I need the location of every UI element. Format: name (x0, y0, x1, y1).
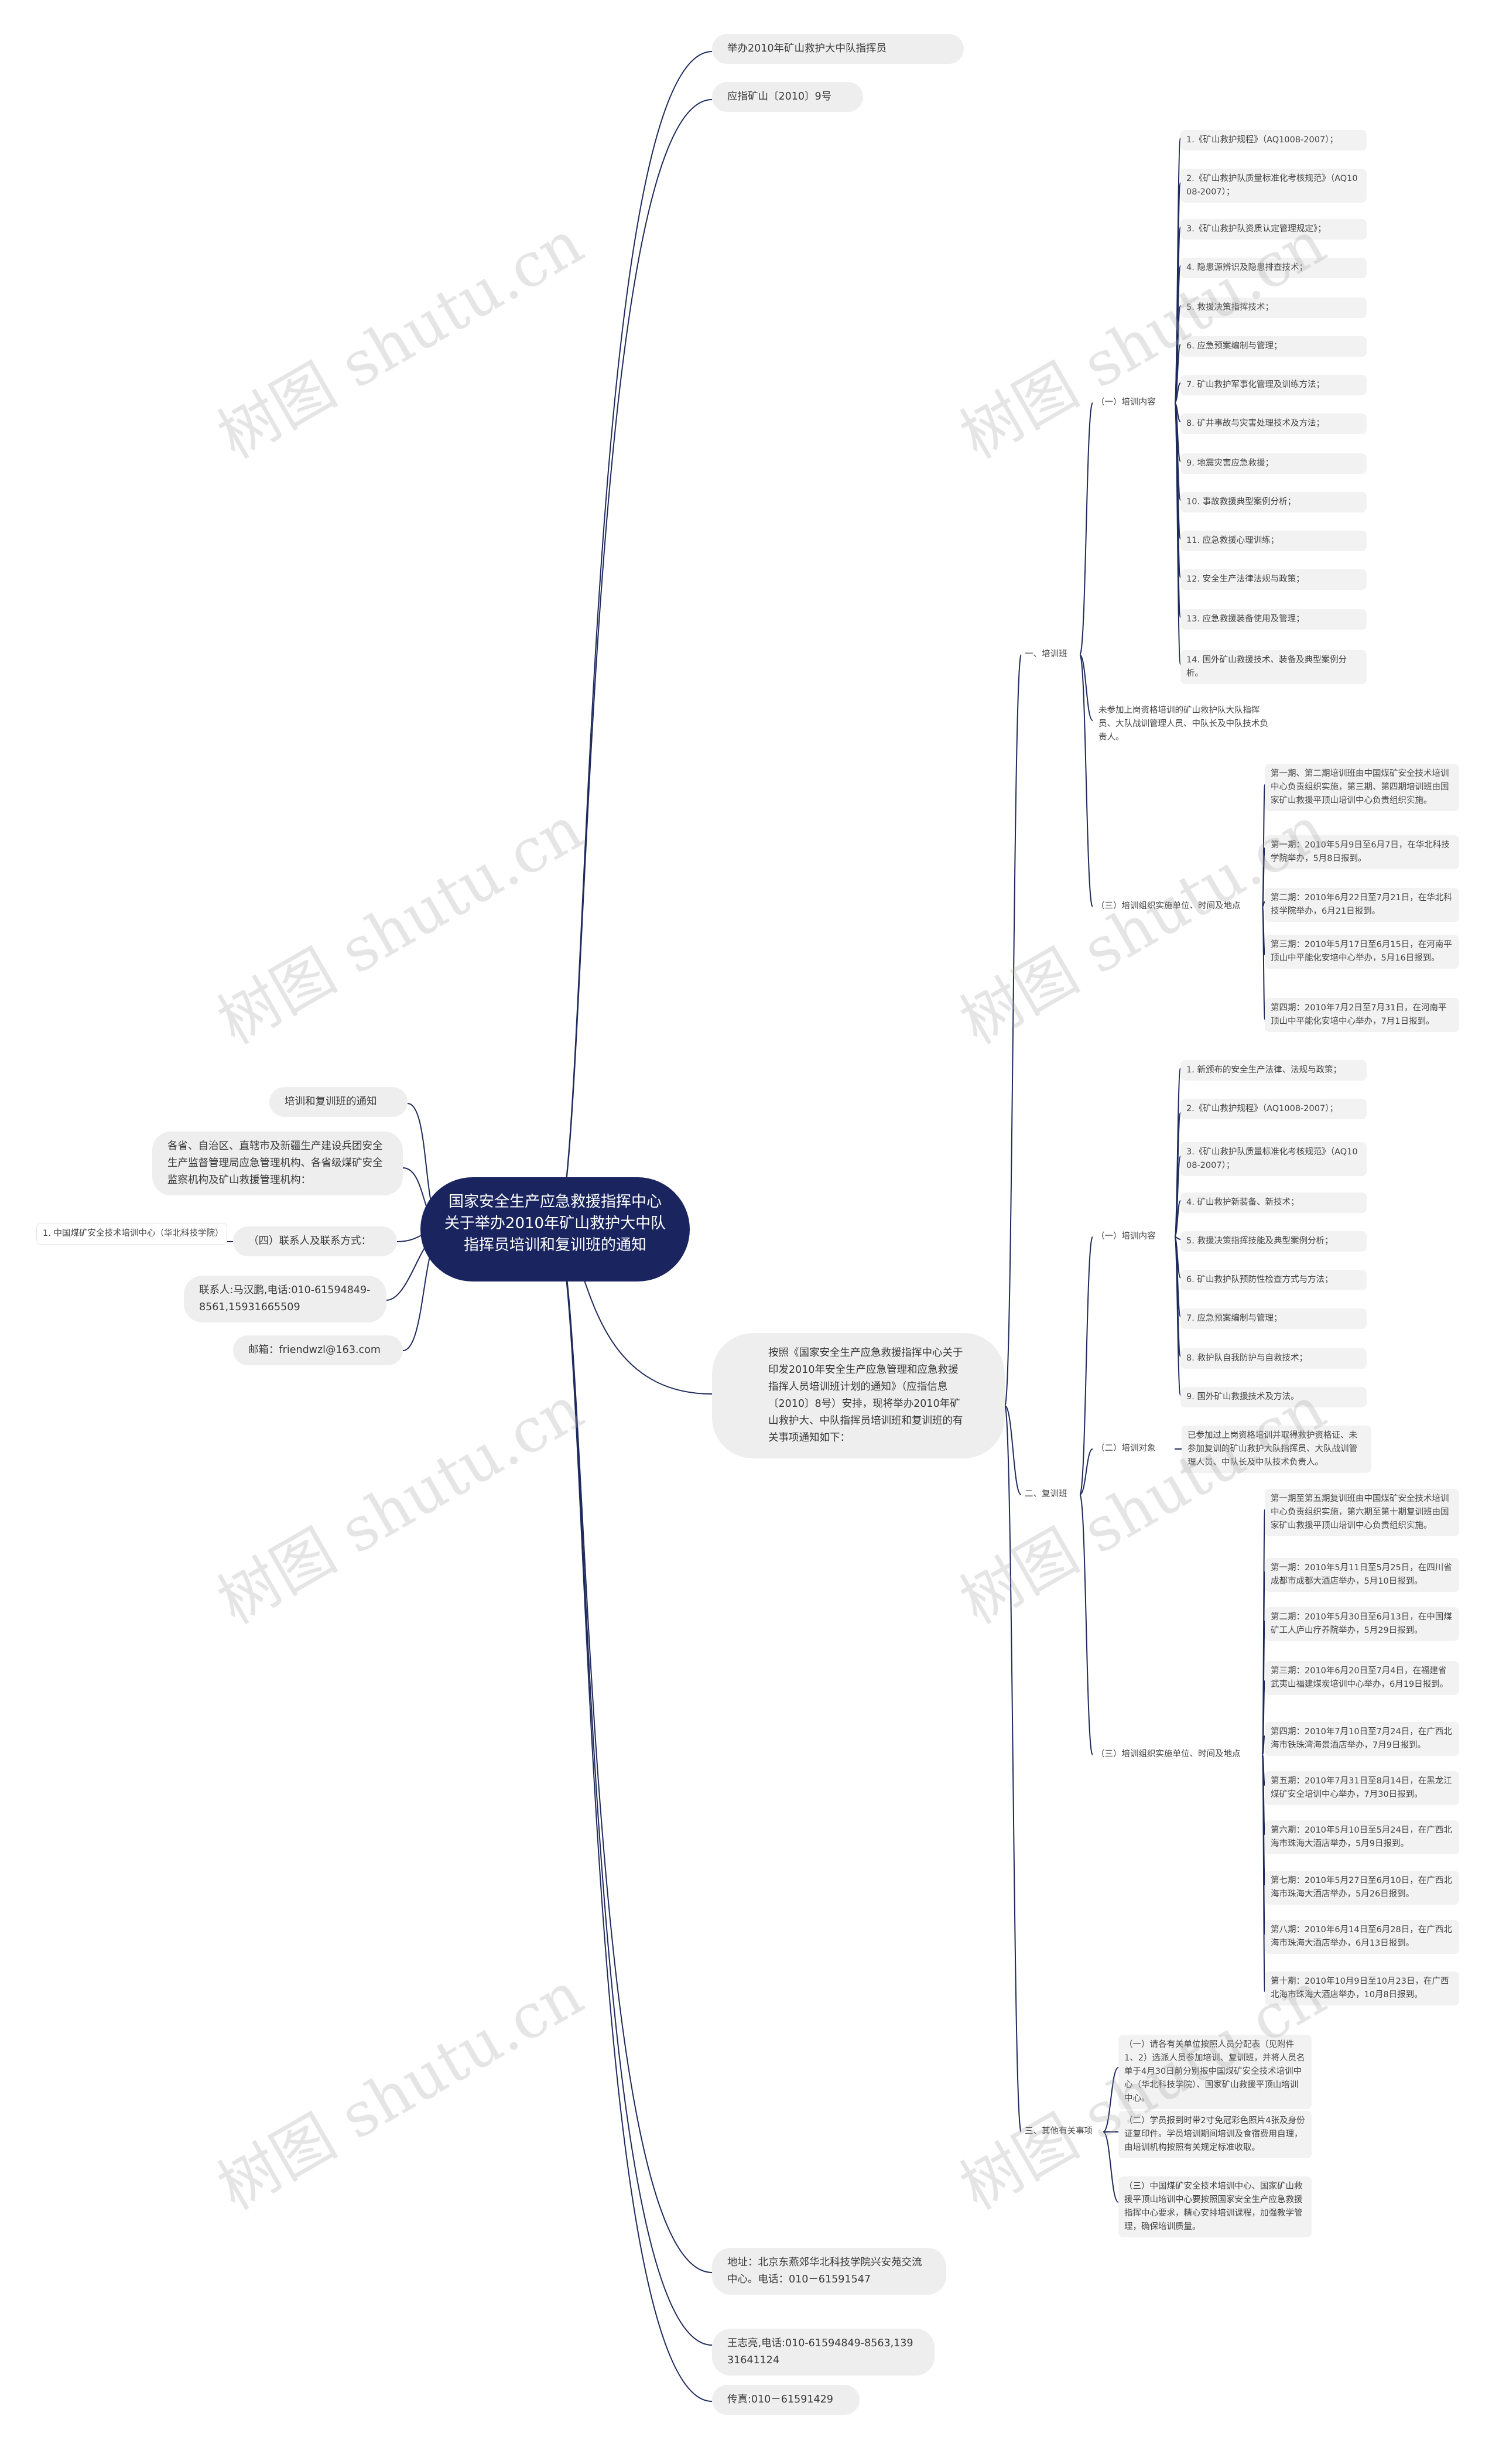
right-topic-main[interactable]: 按照《国家安全生产应急救援指挥中心关于印发2010年安全生产应急管理和应急救援指… (712, 1333, 1005, 1458)
sec2-org-item-7[interactable]: 第六期：2010年5月10日至5月24日，在广西北海市珠海大酒店举办，5月9日报… (1265, 1820, 1459, 1854)
link-root-right-5 (555, 1229, 713, 2402)
sec1-content-item-10[interactable]: 10. 事故救援典型案例分析； (1180, 492, 1367, 512)
sec2-content-item-5[interactable]: 5. 救援决策指挥技能及典型案例分析； (1180, 1231, 1367, 1252)
sec1-org-item-4[interactable]: 第三期：2010年5月17日至6月15日，在河南平顶山中平能化安培中心举办，5月… (1265, 935, 1459, 969)
sec1-content-item-4[interactable]: 4. 隐患源辨识及隐患排查技术； (1180, 258, 1367, 278)
sec2-content-item-6[interactable]: 6. 矿山救护队预防性检查方式与方法； (1180, 1270, 1367, 1290)
sec2-content-item-3[interactable]: 3.《矿山救护队质量标准化考核规范》（AQ1008-2007）； (1180, 1142, 1367, 1176)
left-topic-addressees[interactable]: 各省、自治区、直辖市及新疆生产建设兵团安全生产监督管理局应急管理机构、各省级煤矿… (152, 1132, 403, 1195)
link-sec2-c-4 (1262, 1735, 1265, 1755)
link-sec1-a (1079, 402, 1093, 655)
sec1-content-item-6[interactable]: 6. 应急预案编制与管理； (1180, 336, 1367, 357)
link-sec2-a-3 (1174, 1200, 1181, 1238)
sec3-item-1[interactable]: （一）请各有关单位按照人员分配表（见附件1、2）选派人员参加培训、复训班，并将人… (1118, 2035, 1312, 2109)
sec1-org-label[interactable]: （三）培训组织实施单位、时间及地点 (1096, 901, 1241, 911)
right-topic-address[interactable]: 地址：北京东燕郊华北科技学院兴安苑交流中心。电话：010－61591547 (712, 2248, 946, 2295)
left-topic-contacts[interactable]: （四）联系人及联系方式： (233, 1226, 397, 1256)
sec1-content-item-1[interactable]: 1.《矿山救护规程》（AQ1008-2007）； (1180, 130, 1367, 151)
sec1-content-item-8[interactable]: 8. 矿井事故与灾害处理技术及方法； (1180, 413, 1367, 434)
sec2-label[interactable]: 二、复训班 (1025, 1489, 1067, 1499)
sec1-content-item-12[interactable]: 12. 安全生产法律法规与政策； (1180, 569, 1367, 590)
sec1-content-item-9[interactable]: 9. 地震灾害应急救援； (1180, 453, 1367, 474)
left-topic-title[interactable]: 培训和复训班的通知 (269, 1087, 408, 1117)
sec1-audience[interactable]: 未参加上岗资格培训的矿山救护队大队指挥员、大队战训管理人员、中队长及中队技术负责… (1093, 700, 1282, 748)
sec2-org-item-8[interactable]: 第七期：2010年5月27日至6月10日，在广西北海市珠海大酒店举办，5月26日… (1265, 1871, 1459, 1905)
sec1-content-item-5[interactable]: 5. 救援决策指挥技术； (1180, 298, 1367, 318)
sec1-content-item-3[interactable]: 3.《矿山救护队资质认定管理规定》； (1180, 219, 1367, 240)
sec3-item-2[interactable]: （二）学员报到时带2寸免冠彩色照片4张及身份证复印件。学员培训期间培训及食宿费用… (1118, 2111, 1312, 2158)
sec1-content-item-2[interactable]: 2.《矿山救护队质量标准化考核规范》（AQ1008-2007）； (1180, 169, 1367, 203)
link-sec2-b (1079, 1448, 1093, 1495)
link-root-right-4 (555, 1229, 713, 2346)
sec2-content-item-4[interactable]: 4. 矿山救护新装备、新技术； (1180, 1192, 1367, 1213)
sec3-item-3[interactable]: （三）中国煤矿安全技术培训中心、国家矿山救援平顶山培训中心要按照国家安全生产应急… (1118, 2176, 1312, 2237)
link-main-sec2 (1004, 1405, 1022, 1495)
sec2-org-item-2[interactable]: 第一期：2010年5月11日至5月25日，在四川省成都市成都大酒店举办，5月10… (1265, 1558, 1459, 1592)
sec2-audience[interactable]: 已参加过上岗资格培训并取得救护资格证、未参加复训的矿山救护大队指挥员、大队战训管… (1182, 1426, 1371, 1473)
link-main-sec1 (1004, 654, 1022, 1406)
right-topic-phone[interactable]: 王志亮,电话:010-61594849-8563,13931641124 (712, 2329, 935, 2376)
sec2-content-item-1[interactable]: 1. 新颁布的安全生产法律、法规与政策； (1180, 1060, 1367, 1081)
right-topic-fax[interactable]: 传真:010－61591429 (712, 2385, 860, 2415)
link-sec2-c (1079, 1494, 1093, 1755)
link-sec1-a-6 (1174, 382, 1181, 404)
sec3-label[interactable]: 三、其他有关事项 (1025, 2127, 1093, 2136)
sec2-org-item-6[interactable]: 第五期：2010年7月31日至8月14日，在黑龙江煤矿安全培训中心举办，7月30… (1265, 1771, 1459, 1805)
link-root-right-1 (555, 99, 713, 1230)
link-sec1-b (1079, 654, 1093, 721)
sec1-org-item-5[interactable]: 第四期：2010年7月2日至7月31日，在河南平顶山中平能化安培中心举办，7月1… (1265, 998, 1459, 1032)
root-topic[interactable]: 国家安全生产应急救援指挥中心关于举办2010年矿山救护大中队指挥员培训和复训班的… (420, 1177, 690, 1281)
link-root-right-0 (555, 51, 713, 1230)
sec1-org-item-3[interactable]: 第二期：2010年6月22日至7月21日，在华北科技学院举办，6月21日报到。 (1265, 888, 1459, 922)
link-sec1-a-13 (1174, 402, 1181, 665)
sec1-org-item-2[interactable]: 第一期：2010年5月9日至6月7日，在华北科技学院举办，5月8日报到。 (1265, 835, 1459, 869)
link-main-sec3 (1004, 1405, 1022, 2132)
link-sec2-c-9 (1262, 1754, 1265, 1992)
sec2-org-label[interactable]: （三）培训组织实施单位、时间及地点 (1096, 1749, 1241, 1759)
left-leaf-training-center[interactable]: 1. 中国煤矿安全技术培训中心（华北科技学院） (36, 1223, 227, 1245)
left-topic-contact-person[interactable]: 联系人:马汉鹏,电话:010-61594849-8561,15931665509 (184, 1276, 386, 1322)
link-sec1-c-4 (1262, 906, 1265, 1020)
sec1-content-item-14[interactable]: 14. 国外矿山救援技术、装备及典型案例分析。 (1180, 650, 1367, 684)
left-topic-email[interactable]: 邮箱：friendwzl@163.com (233, 1335, 403, 1365)
link-sec2-a-8 (1174, 1236, 1181, 1396)
sec2-audience-label[interactable]: （二）培训对象 (1096, 1444, 1156, 1453)
sec2-org-item-10[interactable]: 第十期：2010年10月9日至10月23日，在广西北海市珠海大酒店举办，10月8… (1265, 1971, 1459, 2005)
sec2-content-item-2[interactable]: 2.《矿山救护规程》（AQ1008-2007）； (1180, 1099, 1367, 1119)
link-sec3-2 (1103, 2131, 1119, 2203)
link-sec1-c-1 (1262, 847, 1265, 907)
link-sec1-c (1079, 654, 1093, 907)
sec1-org-item-1[interactable]: 第一期、第二期培训班由中国煤矿安全技术培训中心负责组织实施，第三期、第四期培训班… (1265, 764, 1459, 811)
sec1-content-item-7[interactable]: 7. 矿山救护军事化管理及训练方法； (1180, 375, 1367, 395)
right-topic-heading[interactable]: 举办2010年矿山救护大中队指挥员 (712, 34, 964, 64)
sec2-org-item-5[interactable]: 第四期：2010年7月10日至7月24日，在广西北海市铁珠湾海景酒店举办，7月9… (1265, 1722, 1459, 1756)
sec2-content-label[interactable]: （一）培训内容 (1096, 1232, 1156, 1241)
sec1-content-item-13[interactable]: 13. 应急救援装备使用及管理； (1180, 609, 1367, 630)
sec1-content-label[interactable]: （一）培训内容 (1096, 398, 1156, 407)
link-sec2-a (1079, 1236, 1093, 1495)
sec2-content-item-7[interactable]: 7. 应急预案编制与管理； (1180, 1308, 1367, 1329)
right-topic-doc-number[interactable]: 应指矿山〔2010〕9号 (712, 82, 863, 112)
sec2-org-item-4[interactable]: 第三期：2010年6月20日至7月4日，在福建省武夷山福建煤炭培训中心举办，6月… (1265, 1661, 1459, 1695)
sec2-org-item-1[interactable]: 第一期至第五期复训班由中国煤矿安全技术培训中心负责组织实施，第六期至第十期复训班… (1265, 1489, 1459, 1536)
sec2-org-item-9[interactable]: 第八期：2010年6月14日至6月28日，在广西北海市珠海大酒店举办，6月13日… (1265, 1920, 1459, 1954)
sec2-content-item-8[interactable]: 8. 救护队自我防护与自救技术； (1180, 1348, 1367, 1369)
sec2-content-item-9[interactable]: 9. 国外矿山救援技术及方法。 (1180, 1387, 1367, 1407)
link-root-right-3 (555, 1229, 713, 2273)
sec1-label[interactable]: 一、培训班 (1025, 650, 1067, 659)
sec1-content-item-11[interactable]: 11. 应急救援心理训练； (1180, 531, 1367, 551)
sec2-org-item-3[interactable]: 第二期：2010年5月30日至6月13日，在中国煤矿工人庐山疗养院举办，5月29… (1265, 1607, 1459, 1641)
link-sec3-0 (1103, 2067, 1119, 2132)
